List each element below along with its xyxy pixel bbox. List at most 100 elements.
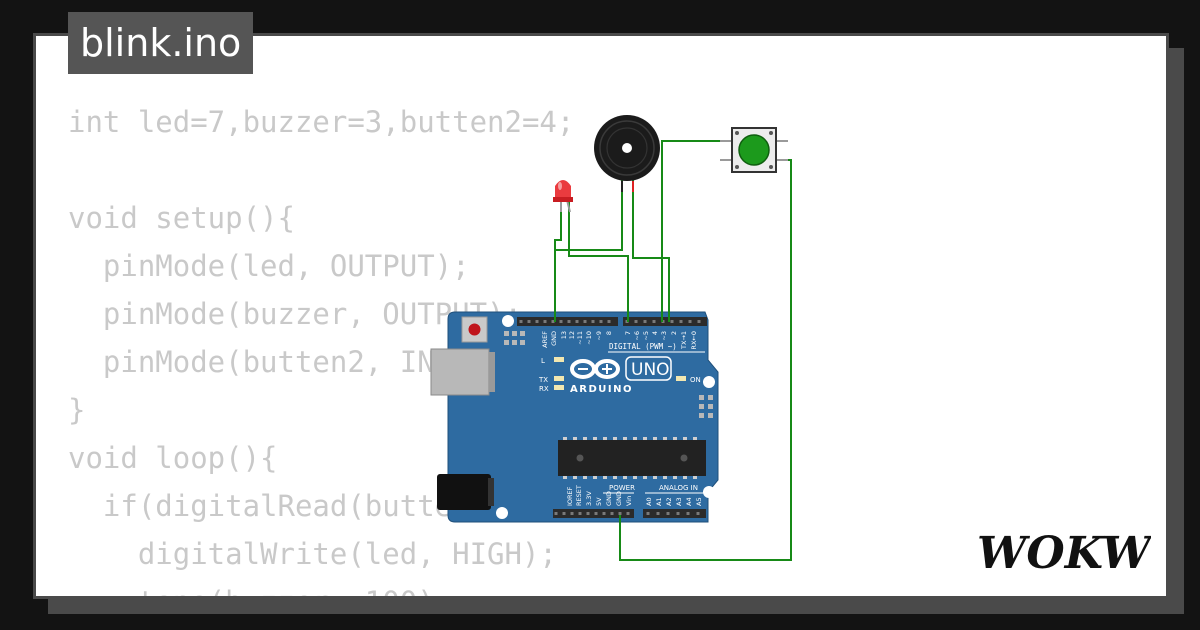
- pin-label: 7: [624, 331, 632, 335]
- wire-led-gnd[interactable]: [554, 202, 562, 322]
- header-pin[interactable]: [676, 512, 680, 515]
- chip-pin: [623, 437, 627, 440]
- pin-label: ~5: [642, 331, 650, 341]
- chip-pin: [683, 476, 687, 479]
- led-rx: [554, 385, 564, 390]
- wire-buzzer-pin3[interactable]: [632, 178, 670, 322]
- header-pin[interactable]: [586, 512, 590, 515]
- header-pin[interactable]: [626, 512, 630, 515]
- header-pin[interactable]: [696, 512, 700, 515]
- pin-label: A3: [675, 497, 683, 506]
- chip-pin: [673, 476, 677, 479]
- pin-label: IOREF: [566, 486, 574, 506]
- pin-label: A0: [645, 497, 653, 506]
- code-line: void setup(){: [68, 201, 295, 235]
- led-l-label: L: [541, 357, 545, 365]
- header-pin[interactable]: [656, 512, 660, 515]
- digital-label: DIGITAL (PWM ~): [609, 342, 677, 351]
- chip-pin: [693, 476, 697, 479]
- led-rx-label: RX: [539, 385, 549, 393]
- header-pin[interactable]: [634, 320, 638, 323]
- pin-label: ~10: [585, 331, 593, 345]
- chip-pin: [593, 476, 597, 479]
- header-pin[interactable]: [688, 320, 692, 323]
- chip-pin: [693, 437, 697, 440]
- header-pin[interactable]: [535, 320, 539, 323]
- header-pin[interactable]: [646, 512, 650, 515]
- pin-label: ~9: [595, 331, 603, 341]
- header-pin[interactable]: [567, 320, 571, 323]
- power-jack: [437, 474, 491, 510]
- header-pin[interactable]: [527, 320, 531, 323]
- header-pin[interactable]: [643, 320, 647, 323]
- led-on: [676, 376, 686, 381]
- chip-pin: [663, 437, 667, 440]
- header-pin[interactable]: [607, 320, 611, 323]
- wire-buzzer-gnd[interactable]: [555, 178, 623, 251]
- header-pin[interactable]: [594, 512, 598, 515]
- header-pin[interactable]: [583, 320, 587, 323]
- piezo-buzzer[interactable]: [594, 115, 660, 192]
- header-pin[interactable]: [686, 512, 690, 515]
- header-pin[interactable]: [562, 512, 566, 515]
- pin-label: ~3: [660, 331, 668, 341]
- header-pin[interactable]: [551, 320, 555, 323]
- header-pin[interactable]: [679, 320, 683, 323]
- pin-label: GND: [550, 331, 558, 346]
- chip-pin: [573, 476, 577, 479]
- red-led[interactable]: [553, 180, 573, 213]
- green-pushbutton[interactable]: [720, 127, 788, 173]
- chip-pin: [603, 437, 607, 440]
- wokwi-logo[interactable]: WOKWi: [975, 522, 1151, 578]
- chip-pin: [683, 437, 687, 440]
- digital-header-right: [623, 317, 707, 326]
- header-pin[interactable]: [602, 512, 606, 515]
- header-pin[interactable]: [570, 512, 574, 515]
- chip-pin: [583, 437, 587, 440]
- led-on-label: ON: [690, 376, 701, 384]
- mounting-hole: [502, 315, 514, 327]
- pin-label: 3.3V: [585, 491, 593, 506]
- wire-led-pin7[interactable]: [568, 202, 629, 322]
- header-pin[interactable]: [697, 320, 701, 323]
- chip-pin: [613, 476, 617, 479]
- pin-label: 13: [560, 331, 568, 339]
- reset-button-cap: [468, 323, 481, 336]
- header-pin[interactable]: [610, 512, 614, 515]
- chip-pin: [603, 476, 607, 479]
- header-pin[interactable]: [670, 320, 674, 323]
- chip-pin: [593, 437, 597, 440]
- pin-label: 4: [651, 331, 659, 335]
- project-title[interactable]: blink.ino: [68, 12, 254, 74]
- pin-label: 8: [605, 331, 613, 335]
- header-pin[interactable]: [575, 320, 579, 323]
- header-pin[interactable]: [591, 320, 595, 323]
- header-pin[interactable]: [578, 512, 582, 515]
- power-label: POWER: [609, 484, 635, 492]
- chip-pin: [643, 437, 647, 440]
- pin-label: GND: [605, 491, 613, 506]
- code-line: digitalWrite(led, HIGH);: [68, 537, 557, 571]
- code-line: void loop(){: [68, 441, 278, 475]
- header-pin[interactable]: [543, 320, 547, 323]
- header-pin[interactable]: [618, 512, 622, 515]
- header-pin[interactable]: [519, 320, 523, 323]
- usb-connector: [430, 348, 490, 396]
- header-pin[interactable]: [559, 320, 563, 323]
- arduino-logo-icon: [570, 359, 620, 379]
- header-pin[interactable]: [652, 320, 656, 323]
- chip-pin: [663, 476, 667, 479]
- pin-label: RESET: [575, 485, 583, 506]
- chip-pin: [633, 476, 637, 479]
- chip-pin: [573, 437, 577, 440]
- header-pin[interactable]: [554, 512, 558, 515]
- chip-pin: [653, 476, 657, 479]
- chip-pin: [563, 437, 567, 440]
- header-pin[interactable]: [599, 320, 603, 323]
- chip-pin: [673, 437, 677, 440]
- button-cap[interactable]: [738, 134, 770, 166]
- wire-button-pin4[interactable]: [661, 140, 732, 322]
- header-pin[interactable]: [666, 512, 670, 515]
